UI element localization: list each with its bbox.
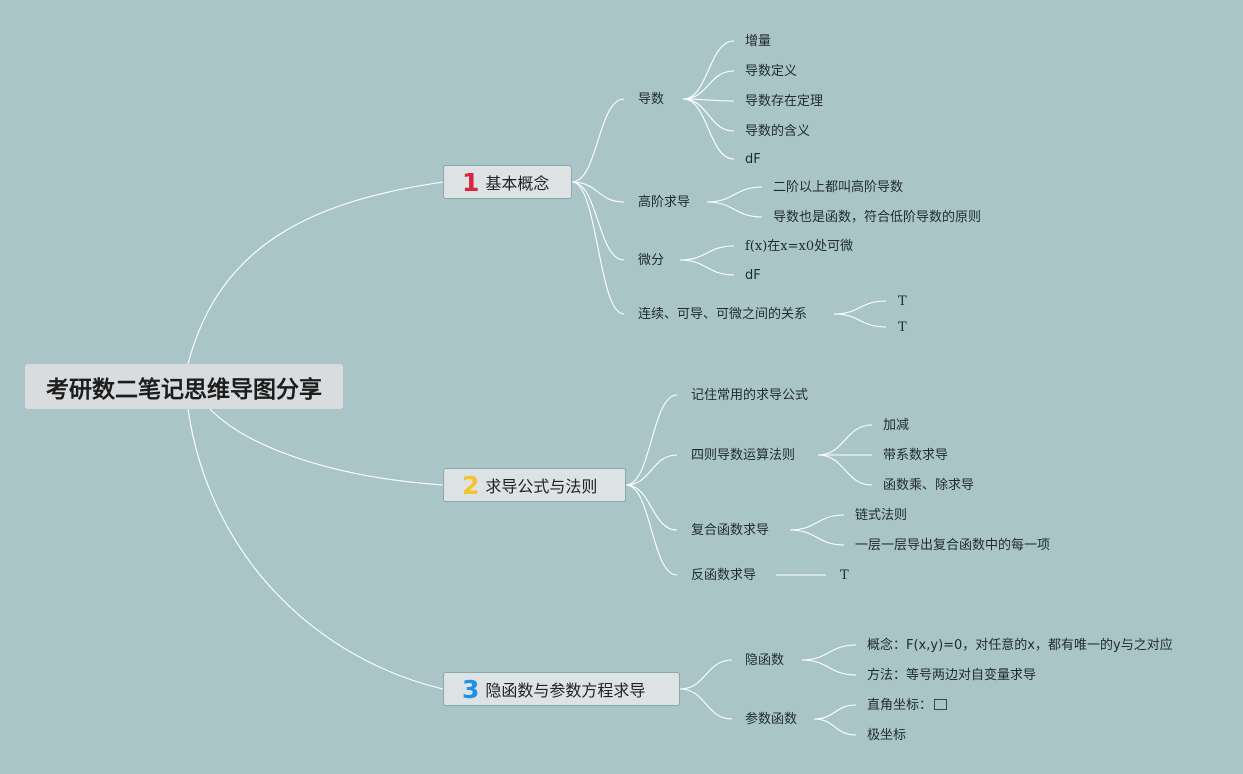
b3-implicit-leaf-link-0 xyxy=(801,644,857,661)
leaf-t-3[interactable]: T xyxy=(840,568,849,583)
leaf-cartesian-label: 直角坐标： xyxy=(867,698,933,713)
leaf-cartesian-coordinates[interactable]: 直角坐标： xyxy=(867,698,948,713)
b2-link-composite xyxy=(625,484,678,531)
topic-continuity-relation[interactable]: 连续、可导、可微之间的关系 xyxy=(638,307,808,322)
leaf-differentiable-at-x0[interactable]: f(x)在x=x0处可微 xyxy=(745,239,854,254)
leaf-df-2[interactable]: dF xyxy=(745,268,761,283)
b2-link-arithmetic xyxy=(625,454,678,486)
branch-derivative-formulas[interactable]: 2 求导公式与法则 xyxy=(443,468,626,502)
b1-link-differential xyxy=(571,181,625,261)
leaf-chain-rule[interactable]: 链式法则 xyxy=(855,508,908,523)
b1-link-derivative xyxy=(571,98,625,183)
b1-higher-leaf-link-0 xyxy=(706,186,763,203)
leaf-derivative-existence-theorem[interactable]: 导数存在定理 xyxy=(745,94,824,109)
leaf-df[interactable]: dF xyxy=(745,152,761,167)
b1-differential-leaf-link-0 xyxy=(679,245,735,261)
root-link-3 xyxy=(187,408,444,690)
b2-arith-leaf-link-2 xyxy=(817,454,873,486)
b1-derivative-leaf-link-4 xyxy=(682,98,735,160)
b1-differential-leaf-link-1 xyxy=(679,259,735,276)
b1-higher-leaf-link-1 xyxy=(706,201,763,218)
b2-link-common xyxy=(625,394,678,486)
branch-title: 基本概念 xyxy=(485,174,550,193)
leaf-add-subtract[interactable]: 加减 xyxy=(883,418,910,433)
branch-number-3: 3 xyxy=(462,674,480,704)
b2-composite-leaf-link-1 xyxy=(789,529,845,546)
b1-relation-leaf-link-0 xyxy=(833,300,887,315)
leaf-increment[interactable]: 增量 xyxy=(745,34,772,49)
branch-basic-concepts[interactable]: 1 基本概念 xyxy=(443,165,572,199)
topic-composite-function[interactable]: 复合函数求导 xyxy=(691,523,770,538)
leaf-higher-order-rule[interactable]: 导数也是函数，符合低阶导数的原则 xyxy=(773,210,982,225)
topic-higher-order-derivative[interactable]: 高阶求导 xyxy=(638,195,691,210)
topic-differential[interactable]: 微分 xyxy=(638,253,665,268)
topic-arithmetic-rules[interactable]: 四则导数运算法则 xyxy=(691,448,796,463)
b2-arith-leaf-link-0 xyxy=(817,424,873,456)
root-node[interactable]: 考研数二笔记思维导图分享 xyxy=(25,364,343,409)
b3-link-parametric xyxy=(679,688,733,720)
branch-title: 隐函数与参数方程求导 xyxy=(485,681,646,700)
root-link-1 xyxy=(187,181,444,365)
branch-number-1: 1 xyxy=(462,167,480,197)
b3-implicit-leaf-link-1 xyxy=(801,659,857,676)
b1-derivative-leaf-link-0 xyxy=(682,40,735,100)
b1-derivative-leaf-link-1 xyxy=(682,70,735,100)
leaf-layer-by-layer[interactable]: 一层一层导出复合函数中的每一项 xyxy=(855,538,1051,553)
topic-common-formulas[interactable]: 记住常用的求导公式 xyxy=(691,388,809,403)
leaf-t-1[interactable]: T xyxy=(898,294,907,309)
branch-number-2: 2 xyxy=(462,470,480,500)
b2-composite-leaf-link-0 xyxy=(789,514,845,531)
b1-link-relation xyxy=(571,181,625,315)
b1-derivative-leaf-link-3 xyxy=(682,98,735,132)
b1-relation-leaf-link-1 xyxy=(833,313,887,328)
leaf-higher-order-definition[interactable]: 二阶以上都叫高阶导数 xyxy=(773,180,904,195)
leaf-t-2[interactable]: T xyxy=(898,320,907,335)
leaf-implicit-concept[interactable]: 概念：F(x,y)=0，对任意的x，都有唯一的y与之对应 xyxy=(867,638,1173,653)
branch-implicit-parametric[interactable]: 3 隐函数与参数方程求导 xyxy=(443,672,680,706)
leaf-coefficient-derivative[interactable]: 带系数求导 xyxy=(883,448,949,463)
topic-implicit-function[interactable]: 隐函数 xyxy=(745,653,785,668)
formula-image-icon xyxy=(934,699,948,710)
b3-link-implicit xyxy=(679,659,733,690)
b3-parametric-leaf-link-1 xyxy=(813,718,857,736)
leaf-polar-coordinates[interactable]: 极坐标 xyxy=(867,728,907,743)
topic-parametric-function[interactable]: 参数函数 xyxy=(745,712,798,727)
leaf-derivative-meaning[interactable]: 导数的含义 xyxy=(745,124,811,139)
b2-link-inverse xyxy=(625,484,678,576)
root-link-2 xyxy=(209,408,444,486)
root-title: 考研数二笔记思维导图分享 xyxy=(46,376,322,403)
topic-derivative[interactable]: 导数 xyxy=(638,92,665,107)
leaf-implicit-method[interactable]: 方法：等号两边对自变量求导 xyxy=(867,668,1037,683)
leaf-derivative-definition[interactable]: 导数定义 xyxy=(745,64,798,79)
b1-link-higher xyxy=(571,181,625,203)
leaf-product-quotient[interactable]: 函数乘、除求导 xyxy=(883,478,975,493)
branch-title: 求导公式与法则 xyxy=(485,477,598,496)
b3-parametric-leaf-link-0 xyxy=(813,704,857,720)
topic-inverse-function[interactable]: 反函数求导 xyxy=(691,568,757,583)
